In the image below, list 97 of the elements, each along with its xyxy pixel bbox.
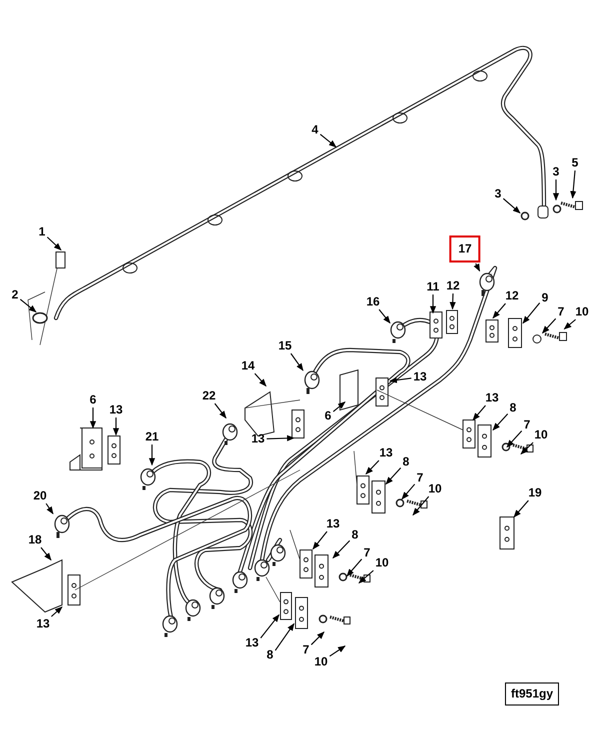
leader-line [552, 180, 560, 201]
callout-number: 12 [504, 290, 520, 302]
leader-line [329, 646, 346, 657]
leader-line [20, 298, 37, 312]
callout-number: 3 [494, 188, 502, 200]
callout-number: 3 [552, 166, 560, 178]
leader-line [46, 503, 54, 514]
circle-shape [532, 334, 542, 344]
leader-line [514, 500, 529, 518]
callout-number: 19 [527, 486, 543, 500]
leader-line [51, 606, 63, 617]
callout-number: 13 [484, 392, 500, 404]
leader-line [520, 442, 534, 455]
leader-line [46, 236, 62, 251]
leader-line [148, 444, 156, 466]
clamp-plate-drawing [280, 592, 292, 620]
callout-number: 15 [277, 340, 293, 352]
callout-number: 9 [540, 292, 550, 304]
callout-number: 4 [310, 124, 320, 136]
callout-number: 16 [365, 296, 381, 308]
callout-number: 13 [108, 404, 124, 416]
clamp-plate-drawing [508, 318, 522, 348]
callout-number: 7 [522, 418, 532, 432]
leader-line [290, 353, 304, 372]
callout-number: 1 [38, 226, 46, 238]
leader-line [378, 309, 390, 324]
fitting-nut-drawing [479, 272, 495, 298]
leader-line [332, 540, 350, 559]
leader-line [492, 303, 506, 319]
callout-number: 13 [35, 618, 51, 630]
leader-line [389, 377, 412, 384]
callout-number: 10 [533, 428, 549, 442]
leader-line [274, 623, 294, 651]
leader-line [260, 614, 280, 638]
leader-line [502, 198, 521, 214]
callout-number: 22 [201, 390, 217, 402]
callout-number: 20 [32, 490, 48, 502]
leader-line [365, 460, 380, 475]
fitting-nut-drawing [304, 370, 320, 396]
leader-line [310, 631, 325, 646]
leader-line [385, 468, 402, 485]
callout-number: 13 [250, 432, 266, 446]
bolt-drawing [560, 199, 584, 211]
leader-line [430, 294, 436, 314]
callout-number: 7 [302, 644, 310, 656]
callout-number: 8 [508, 402, 518, 414]
leader-line [254, 373, 267, 387]
leader-line [266, 435, 295, 442]
callout-number: 10 [427, 482, 443, 496]
clamp-plate-drawing [295, 597, 308, 629]
callout-number: 10 [374, 556, 390, 570]
leader-line [214, 403, 226, 419]
callout-number: 6 [88, 394, 98, 406]
leader-line [542, 318, 556, 334]
callout-number: 8 [402, 456, 410, 468]
highlighted-callout-number: 17 [449, 236, 481, 262]
callout-number: 8 [350, 528, 360, 542]
callout-number: 7 [556, 306, 566, 318]
callout-number: 12 [445, 280, 461, 292]
leader-line [506, 430, 522, 448]
leader-line [450, 293, 456, 310]
bolt-drawing [544, 330, 568, 342]
callout-number: 5 [570, 156, 580, 170]
callout-number: 8 [266, 648, 274, 662]
leader-line [312, 531, 328, 550]
leader-line [358, 570, 374, 584]
leader-line [412, 496, 430, 516]
callout-number: 6 [324, 410, 332, 422]
leader-line [320, 134, 337, 148]
callout-number: 13 [325, 518, 341, 530]
leader-line [522, 302, 540, 324]
leader-line [492, 414, 508, 431]
callout-number: 10 [313, 656, 329, 668]
callout-number: 13 [244, 636, 260, 650]
callout-number: 7 [362, 546, 372, 560]
clamp-plate-drawing [446, 310, 458, 334]
callout-number: 10 [574, 306, 590, 318]
leader-line [472, 405, 486, 421]
leader-line [402, 484, 416, 500]
figure-id-box: ft951gy [504, 682, 560, 706]
leader-line [112, 418, 120, 436]
callout-number: 18 [27, 534, 43, 546]
leader-line [40, 547, 52, 561]
leader-line [346, 558, 362, 577]
callout-number: 21 [144, 430, 160, 444]
callout-number: 13 [412, 370, 428, 384]
leader-line [332, 402, 346, 412]
leader-line [570, 170, 576, 199]
callout-number: 14 [240, 360, 256, 372]
callout-number: 11 [426, 280, 440, 294]
leader-line [564, 319, 576, 330]
callout-number: 7 [416, 472, 424, 484]
fitting-nut-drawing [54, 514, 70, 540]
callout-number: 2 [10, 288, 20, 302]
callout-number: 13 [378, 446, 394, 460]
leader-line [90, 408, 96, 429]
leader-line [474, 263, 480, 272]
